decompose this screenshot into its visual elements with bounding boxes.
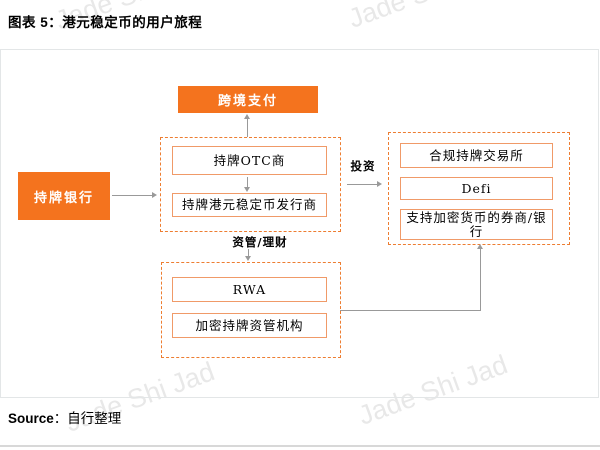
connector-otc-to-invest-line — [347, 184, 378, 185]
connector-dealer-to-issuer-arrowhead — [244, 187, 250, 192]
connector-wealth-to-invest-hline — [340, 310, 481, 311]
watermark-text: Jade Shi Jad — [344, 0, 501, 35]
connector-otc-to-invest-arrowhead — [377, 180, 382, 187]
bank-box: 持牌银行 — [18, 172, 110, 220]
asset-mgmt-box: 加密持牌资管机构 — [172, 313, 327, 338]
bottom-divider — [0, 445, 600, 447]
otc-dealer-box: 持牌OTC商 — [172, 146, 327, 175]
rwa-box: RWA — [172, 277, 327, 302]
connector-wealth-to-invest-vline — [480, 249, 481, 310]
connector-wealth-to-invest-arrowhead — [477, 244, 483, 249]
invest-flow-label: 投资 — [350, 159, 376, 173]
figure-title: 图表 5：港元稳定币的用户旅程 — [8, 15, 203, 30]
connector-otc-to-wealth-arrowhead — [245, 256, 251, 261]
connector-bank-to-otc-arrowhead — [152, 191, 157, 198]
connector-bank-to-otc-line — [112, 195, 153, 196]
source-value: ：自行整理 — [53, 411, 122, 426]
payment-box: 跨境支付 — [178, 86, 318, 113]
defi-box: Defi — [400, 177, 553, 200]
source-label: Source — [8, 411, 54, 426]
licensed-exchange-box: 合规持牌交易所 — [400, 143, 553, 168]
connector-dealer-to-issuer-line — [247, 177, 248, 188]
stablecoin-issuer-box: 持牌港元稳定币发行商 — [172, 193, 327, 217]
connector-otc-to-payment-arrowhead — [244, 114, 250, 119]
source-line: Source：自行整理 — [8, 407, 121, 427]
diagram-frame — [0, 49, 599, 398]
connector-otc-to-wealth-line — [248, 249, 249, 257]
wealth-flow-label: 资管/理财 — [232, 235, 288, 249]
connector-otc-to-payment-line — [247, 119, 248, 137]
otc-issuer-group — [160, 137, 341, 232]
crypto-broker-bank-box: 支持加密货币的券商/银行 — [400, 209, 553, 240]
